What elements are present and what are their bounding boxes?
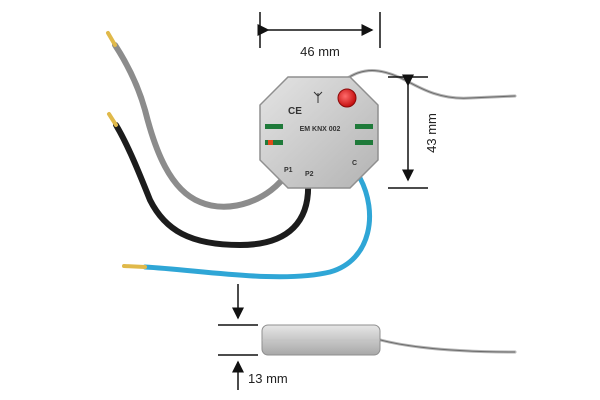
terminal-p2: P2 xyxy=(305,171,314,178)
blue-wire xyxy=(142,175,373,280)
blue-wire-tip xyxy=(122,264,147,269)
green-led-right-2 xyxy=(355,140,373,145)
green-led-left-2 xyxy=(265,140,283,145)
width-dimension: 46 mm xyxy=(257,12,381,59)
gray-wire xyxy=(112,42,291,210)
antenna-wire xyxy=(343,69,517,100)
red-button xyxy=(337,88,357,108)
red-indicator xyxy=(268,140,273,145)
antenna-icon xyxy=(313,91,323,103)
side-view xyxy=(261,324,517,356)
ce-mark: CE xyxy=(288,106,302,117)
black-wire xyxy=(113,122,312,249)
height-dimension: 43 mm xyxy=(388,74,439,189)
depth-dimension: 13 mm xyxy=(218,324,288,390)
height-label: 43 mm xyxy=(424,113,439,153)
gray-wire-tip xyxy=(106,31,117,47)
width-label: 46 mm xyxy=(300,44,340,59)
device-label: EM KNX 002 xyxy=(300,126,341,133)
terminal-p1: P1 xyxy=(284,167,293,174)
depth-label: 13 mm xyxy=(248,371,288,386)
green-led-left xyxy=(265,124,283,129)
terminal-c: C xyxy=(352,160,357,167)
black-wire-tip xyxy=(107,112,118,127)
green-led-right xyxy=(355,124,373,129)
